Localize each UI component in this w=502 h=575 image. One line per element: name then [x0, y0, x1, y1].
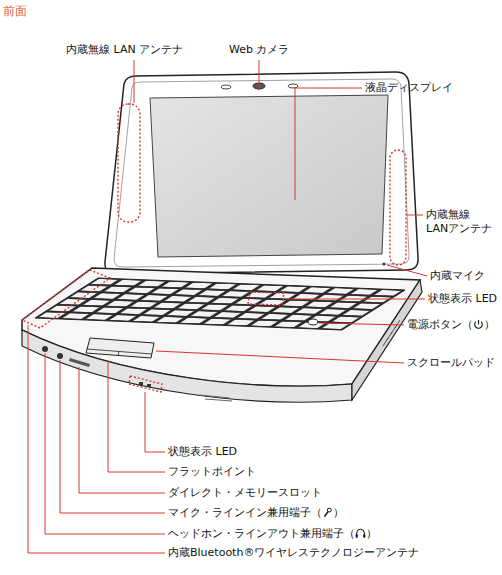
- touchpad: [86, 338, 154, 358]
- base-front: [22, 330, 352, 402]
- part-label: ヘッドホン・ラインアウト兼用端子（ ）: [168, 527, 377, 541]
- part-label: 状態表示 LED: [428, 292, 497, 306]
- led-region: [248, 292, 284, 305]
- part-label: マイク・ラインイン兼用端子（ ）: [168, 506, 344, 520]
- internal-mic: [383, 263, 386, 266]
- leader-line: [28, 325, 165, 553]
- page-title: 前面: [3, 4, 27, 19]
- part-label: 内蔵無線 LAN アンテナ: [66, 43, 183, 57]
- part-label: 内蔵無線 LANアンテナ: [426, 208, 492, 236]
- part-label: フラットポイント: [168, 465, 256, 479]
- leader-line: [387, 265, 427, 276]
- part-label: スクロールパッド: [407, 356, 495, 370]
- status-led: [147, 384, 151, 387]
- part-label: 内蔵Bluetooth®ワイヤレステクノロジーアンテナ: [168, 546, 419, 560]
- part-label: 電源ボタン（ ）: [407, 318, 495, 332]
- leader-line: [108, 361, 165, 472]
- leader-line: [295, 88, 362, 200]
- power-button: [308, 319, 318, 325]
- memory-slot: [69, 358, 90, 367]
- headphone-jack: [42, 346, 48, 352]
- leader-line: [156, 351, 404, 363]
- leader-line: [145, 392, 165, 452]
- part-label: 液晶ディスプレイ: [365, 81, 453, 95]
- leader-line: [60, 360, 165, 513]
- leader-line: [79, 367, 165, 493]
- touchpad-button: [118, 351, 119, 356]
- vent: [383, 320, 400, 346]
- antenna-region: [390, 150, 406, 265]
- icon-layer: [325, 320, 483, 538]
- part-label: 内蔵マイク: [430, 269, 485, 283]
- led-region: [129, 376, 162, 392]
- keyboard: [35, 278, 405, 330]
- camera-mark: [221, 85, 231, 89]
- camera-mark: [288, 84, 298, 88]
- vent: [200, 395, 232, 401]
- leader-line: [259, 60, 260, 90]
- part-label: Web カメラ: [229, 43, 289, 57]
- lid-bezel: [114, 79, 409, 267]
- leader-line: [134, 60, 135, 103]
- leader-line: [286, 299, 425, 300]
- leader-line: [407, 215, 423, 216]
- antenna-region: [118, 104, 140, 222]
- bluetooth-region: [22, 270, 110, 328]
- touchpad-button: [87, 349, 152, 354]
- mic-jack: [57, 353, 63, 359]
- part-label: ダイレクト・メモリースロット: [168, 486, 322, 500]
- leader-line: [319, 323, 404, 325]
- part-label: 状態表示 LED: [168, 445, 237, 459]
- leader-line: [45, 353, 165, 534]
- lcd-screen: [150, 95, 388, 257]
- status-led: [139, 382, 143, 385]
- lid: [105, 72, 418, 274]
